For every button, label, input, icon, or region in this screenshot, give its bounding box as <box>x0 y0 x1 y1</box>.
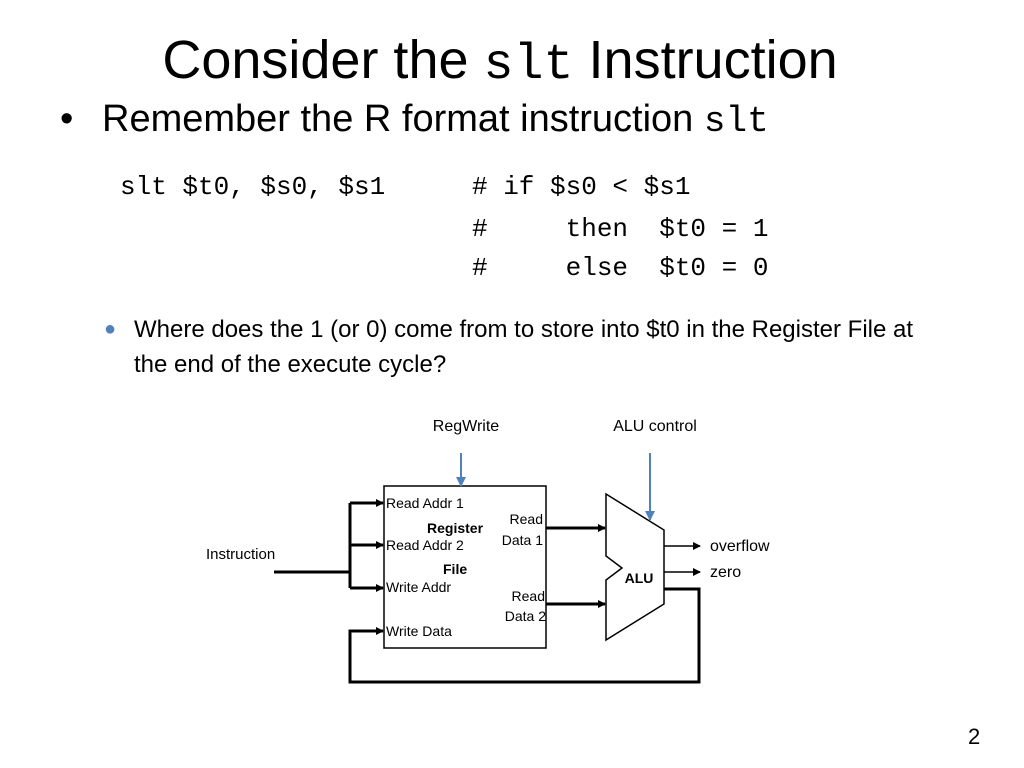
read-addr2-label: Read Addr 2 <box>386 537 464 553</box>
code-line-1-instr: slt $t0, $s0, $s1 <box>120 172 386 202</box>
slide-title: Consider the slt Instruction <box>0 28 1000 98</box>
title-code: slt <box>483 37 574 94</box>
code-line-1-comment: # if $s0 < $s1 <box>472 172 691 202</box>
bullet-marker: • <box>60 98 74 140</box>
read-data1-label: Data 1 <box>502 532 543 548</box>
register-label: Register <box>427 520 484 536</box>
read-addr1-label: Read Addr 1 <box>386 495 464 511</box>
page-number: 2 <box>968 724 981 749</box>
read-data1-read-label: Read <box>510 511 543 527</box>
result-feedback-path <box>348 587 701 684</box>
write-addr-label: Write Addr <box>386 579 451 595</box>
zero-label: zero <box>710 564 741 581</box>
alu-control-label: ALU control <box>613 418 697 435</box>
sub-bullet-text: Where does the 1 (or 0) come from to sto… <box>134 316 914 378</box>
code-line-3-comment: # else $t0 = 0 <box>472 253 769 283</box>
code-line-2-comment: # then $t0 = 1 <box>472 214 769 244</box>
read-data2-label: Data 2 <box>505 608 546 624</box>
bullet-text: Remember the R format instruction slt <box>102 96 769 145</box>
bullet-text-plain: Remember the R format instruction <box>102 98 704 140</box>
sub-bullet-marker: ● <box>104 318 117 340</box>
read-data2-read-label: Read <box>512 588 545 604</box>
title-suffix: Instruction <box>573 30 838 90</box>
instruction-label: Instruction <box>206 546 275 563</box>
overflow-label: overflow <box>710 538 770 555</box>
title-prefix: Consider the <box>162 30 484 90</box>
bullet-text-code: slt <box>703 101 769 142</box>
alu-label: ALU <box>625 570 654 586</box>
alu-shape <box>605 492 665 642</box>
write-data-label: Write Data <box>386 623 452 639</box>
file-label: File <box>443 561 467 577</box>
regwrite-label: RegWrite <box>433 418 499 435</box>
